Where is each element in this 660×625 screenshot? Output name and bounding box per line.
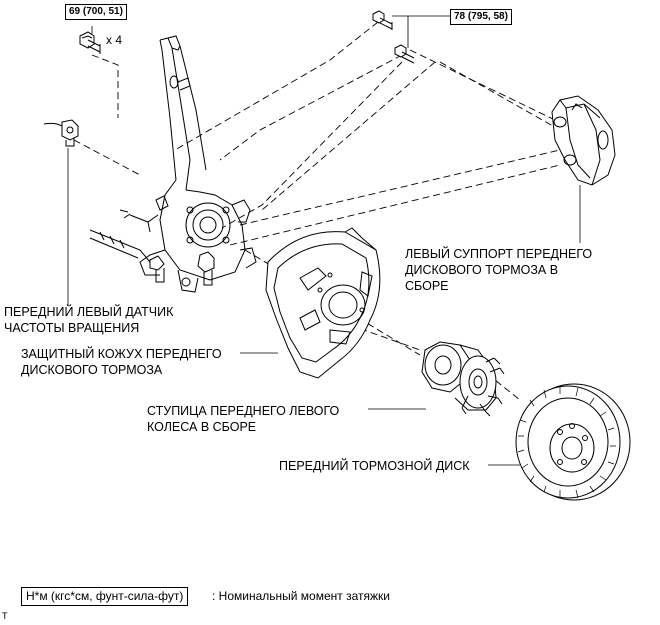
torque-spec-left: 69 (700, 51) (65, 4, 127, 20)
label-hub: СТУПИЦА ПЕРЕДНЕГО ЛЕВОГО КОЛЕСА В СБОРЕ (147, 404, 340, 434)
label-caliper: ЛЕВЫЙ СУППОРТ ПЕРЕДНЕГО ДИСКОВОГО ТОРМОЗ… (405, 247, 593, 293)
torque-spec-right: 78 (795, 58) (450, 9, 512, 25)
bolt-left-icon (79, 31, 101, 54)
bolt-quantity: x 4 (106, 33, 123, 47)
hub-bearing-icon (421, 341, 505, 417)
legend-units-box: Н*м (кгс*см, фунт-сила-фут) (21, 587, 189, 606)
dust-shield-icon (265, 227, 381, 379)
steering-knuckle-icon (89, 35, 257, 293)
speed-sensor-icon (43, 119, 79, 147)
label-dust-shield: ЗАЩИТНЫЙ КОЖУХ ПЕРЕДНЕГО ДИСКОВОГО ТОРМО… (21, 347, 222, 377)
label-brake-disc: ПЕРЕДНИЙ ТОРМОЗНОЙ ДИСК (279, 459, 470, 473)
brake-caliper-icon (551, 95, 616, 186)
leader-lines (240, 352, 520, 466)
brake-disc-icon (515, 383, 631, 501)
legend-description: : Номинальный момент затяжки (212, 589, 390, 603)
bolt-right-lower-icon (394, 44, 415, 64)
bolt-right-upper-icon (372, 10, 393, 30)
corner-mark: T (2, 611, 8, 621)
label-speed-sensor: ПЕРЕДНИЙ ЛЕВЫЙ ДАТЧИК ЧАСТОТЫ ВРАЩЕНИЯ (4, 305, 174, 335)
